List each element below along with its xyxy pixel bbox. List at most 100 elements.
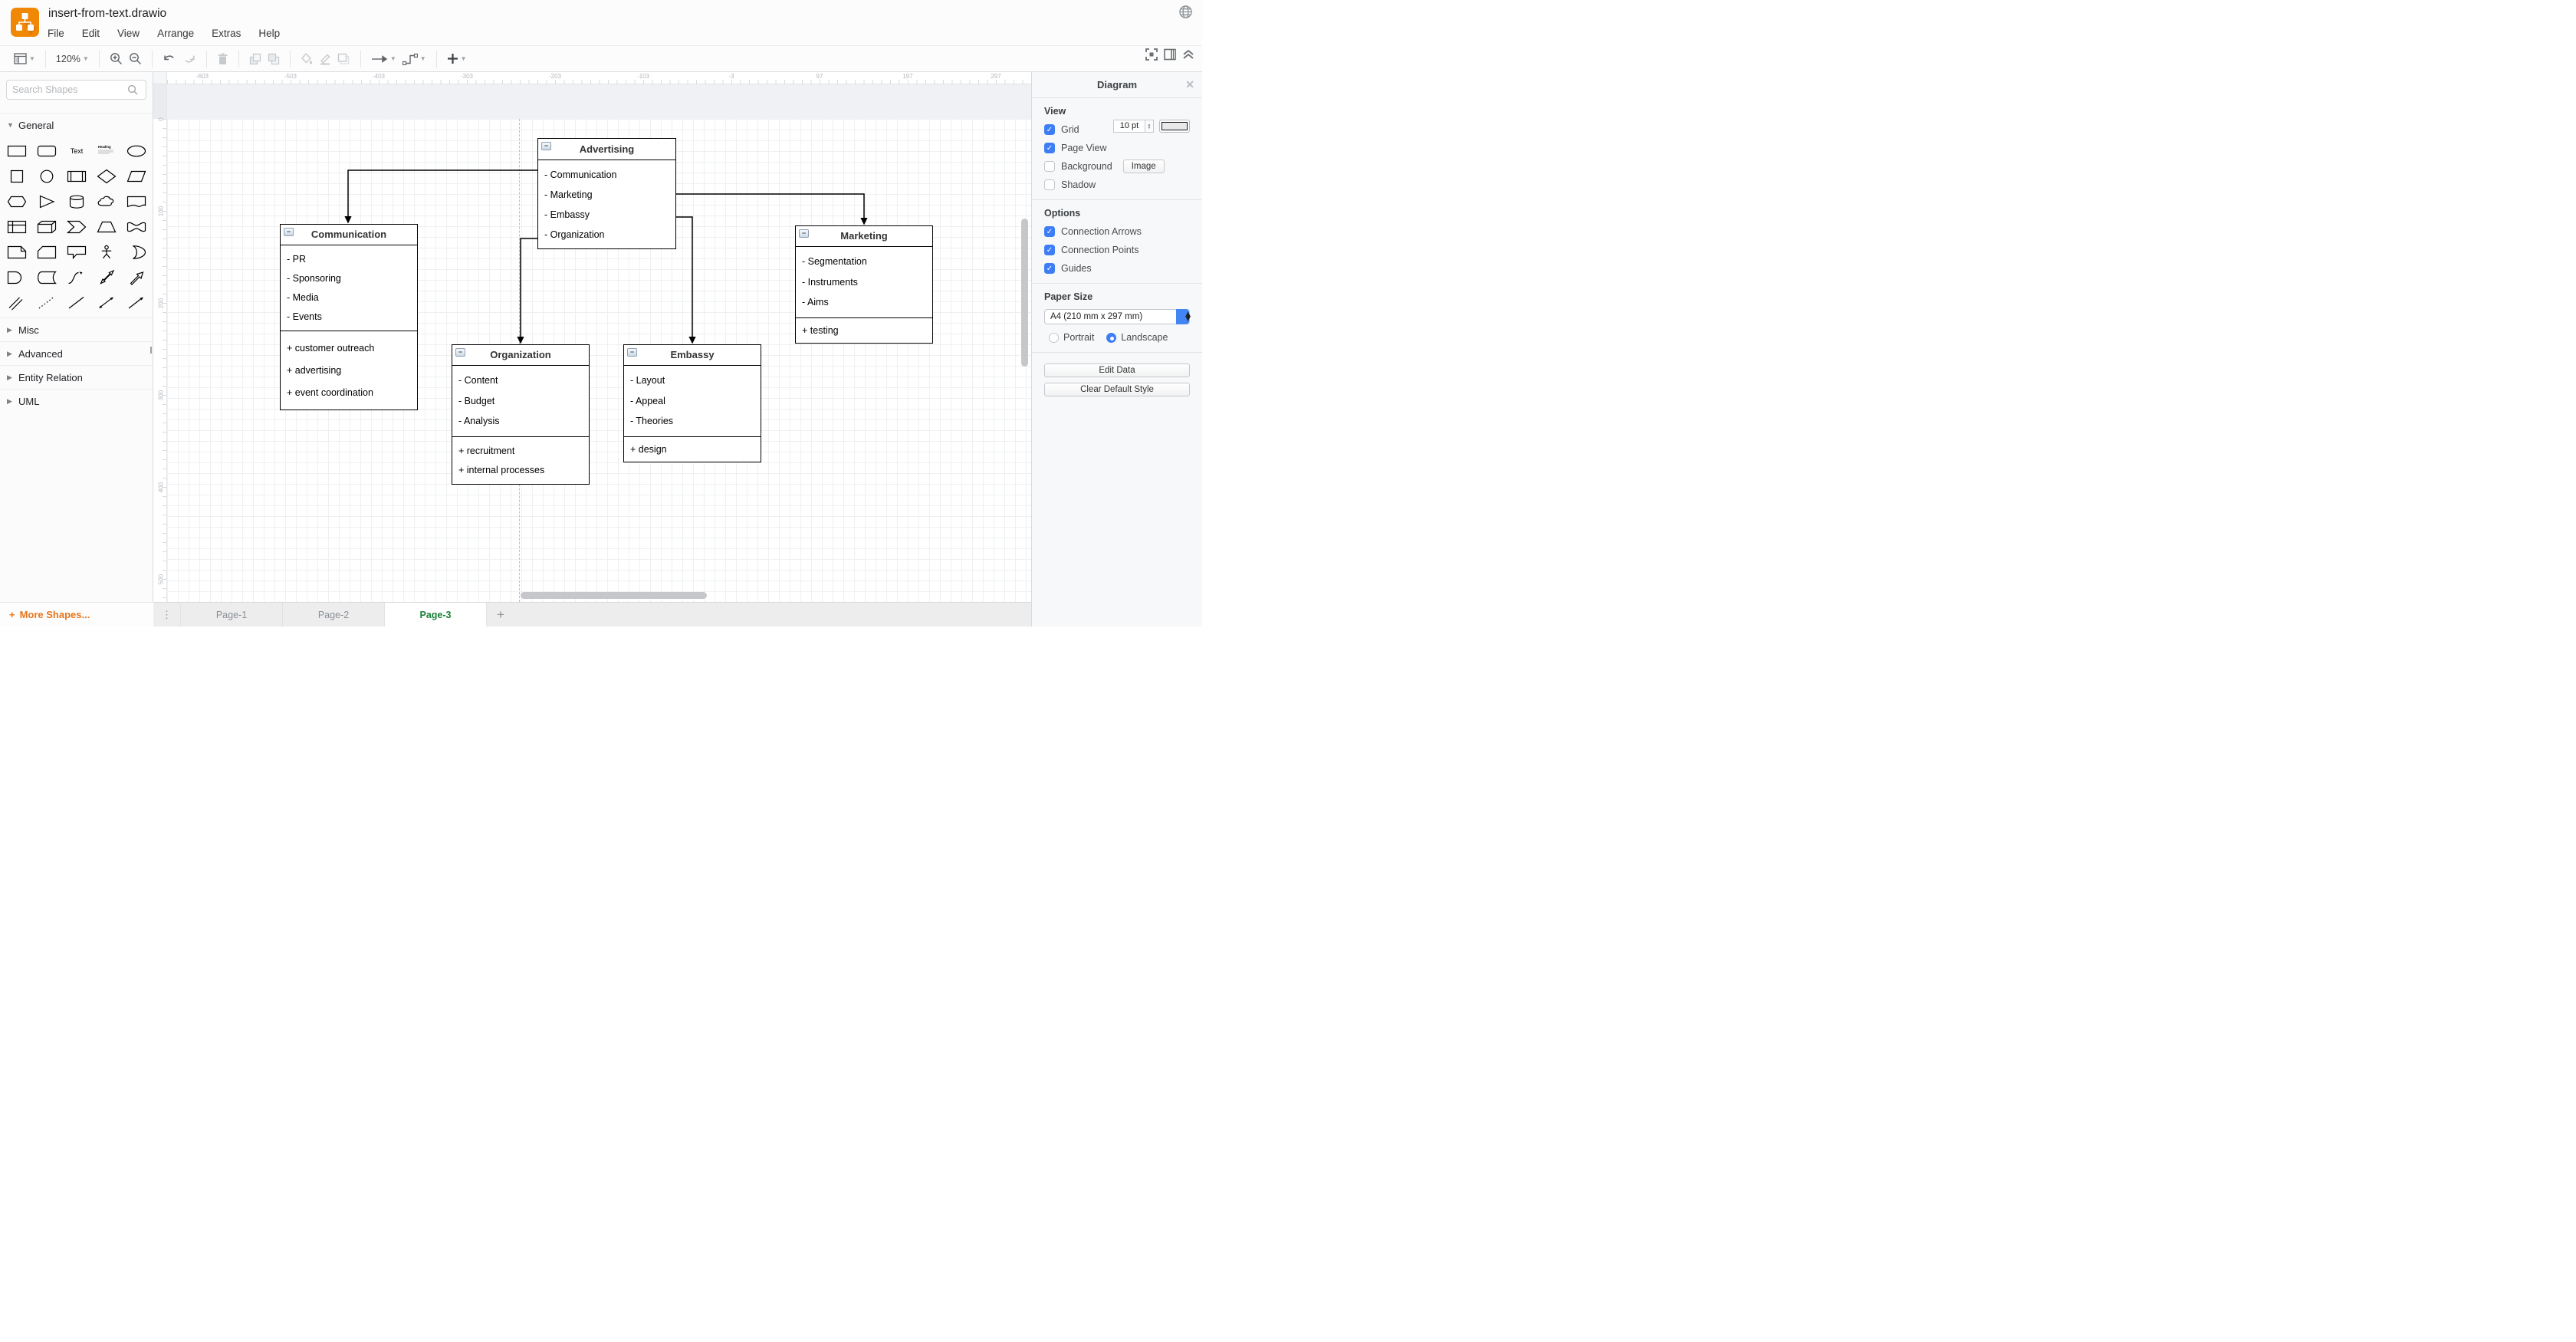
palette-shape-dotted-line[interactable]: [31, 290, 61, 315]
view-layout-button[interactable]: ▼: [11, 51, 38, 66]
background-image-button[interactable]: Image: [1122, 159, 1165, 173]
class-attribute[interactable]: - Analysis: [458, 416, 500, 426]
class-method[interactable]: + design: [630, 444, 667, 455]
palette-shape-step[interactable]: [61, 214, 91, 239]
menu-view[interactable]: View: [117, 28, 140, 39]
class-attribute[interactable]: - Embassy: [544, 209, 590, 220]
palette-shape-card[interactable]: [31, 239, 61, 265]
class-attribute[interactable]: - Communication: [544, 169, 617, 180]
uml-class-communication[interactable]: −Communication- PR- Sponsoring- Media- E…: [280, 224, 418, 410]
class-attribute[interactable]: - Appeal: [630, 395, 665, 406]
palette-shape-directional-connector[interactable]: [122, 290, 152, 315]
palette-shape-line[interactable]: [61, 290, 91, 315]
line-color-button[interactable]: [316, 51, 334, 67]
class-attribute[interactable]: - Theories: [630, 416, 674, 426]
edit-data-button[interactable]: Edit Data: [1044, 363, 1190, 377]
palette-shape-callout[interactable]: [61, 239, 91, 265]
more-shapes-button[interactable]: + More Shapes...: [0, 602, 153, 627]
format-panel-toggle-icon[interactable]: [1164, 48, 1176, 64]
class-method[interactable]: + event coordination: [287, 387, 373, 399]
palette-shape-heading[interactable]: Heading: [92, 138, 122, 163]
zoom-level-dropdown[interactable]: 120% ▼: [55, 53, 89, 64]
palette-shape-diamond[interactable]: [92, 163, 122, 189]
tab-page-2[interactable]: Page-2: [283, 603, 385, 627]
palette-shape-and[interactable]: [2, 265, 31, 290]
grid-size-input[interactable]: 10 pt: [1113, 120, 1145, 133]
section-misc[interactable]: ▶Misc: [0, 317, 153, 341]
class-attribute[interactable]: - Marketing: [544, 189, 593, 200]
waypoint-style-button[interactable]: ▼: [399, 51, 429, 67]
connection-style-button[interactable]: ▼: [368, 53, 399, 65]
redo-button[interactable]: [179, 51, 199, 66]
zoom-in-button[interactable]: [107, 51, 126, 67]
language-globe-icon[interactable]: [1178, 5, 1193, 23]
collapse-icon[interactable]: −: [284, 228, 294, 236]
guides-checkbox[interactable]: ✓: [1044, 262, 1055, 274]
class-attribute[interactable]: - Events: [287, 311, 322, 322]
palette-shape-cloud[interactable]: [92, 189, 122, 214]
grid-size-stepper[interactable]: ▲▼: [1145, 120, 1154, 133]
paper-size-select[interactable]: A4 (210 mm x 297 mm) ▲▼: [1044, 309, 1192, 324]
collapse-icon[interactable]: −: [541, 142, 551, 150]
palette-shape-arrow[interactable]: [122, 265, 152, 290]
background-checkbox[interactable]: [1044, 160, 1055, 172]
fill-color-button[interactable]: [297, 51, 316, 67]
diagram-canvas[interactable]: −Advertising- Communication- Marketing- …: [167, 84, 1031, 602]
uml-class-marketing[interactable]: −Marketing- Segmentation- Instruments- A…: [795, 225, 933, 344]
grid-color-button[interactable]: [1159, 120, 1190, 133]
horizontal-scrollbar[interactable]: [521, 592, 707, 599]
palette-shape-curve[interactable]: [61, 265, 91, 290]
menu-extras[interactable]: Extras: [212, 28, 242, 39]
add-page-button[interactable]: +: [497, 607, 504, 622]
palette-shape-parallelogram[interactable]: [122, 163, 152, 189]
to-back-button[interactable]: [264, 51, 283, 67]
palette-shape-triangle[interactable]: [31, 189, 61, 214]
section-uml[interactable]: ▶UML: [0, 389, 153, 413]
palette-shape-rounded-rectangle[interactable]: [31, 138, 61, 163]
uml-class-organization[interactable]: −Organization- Content- Budget- Analysis…: [452, 344, 590, 485]
tab-page-1[interactable]: Page-1: [181, 603, 283, 627]
class-attribute[interactable]: - Media: [287, 291, 319, 303]
class-attribute[interactable]: - Organization: [544, 229, 605, 240]
palette-shape-or[interactable]: [122, 239, 152, 265]
palette-shape-circle[interactable]: [31, 163, 61, 189]
class-attribute[interactable]: - Budget: [458, 395, 495, 406]
palette-shape-process[interactable]: [61, 163, 91, 189]
search-shapes-box[interactable]: [6, 80, 146, 100]
page-view-checkbox[interactable]: ✓: [1044, 142, 1055, 153]
menu-help[interactable]: Help: [258, 28, 281, 39]
palette-shape-data-storage[interactable]: [31, 265, 61, 290]
tab-page-3[interactable]: Page-3: [385, 603, 487, 627]
collapse-icon[interactable]: −: [455, 348, 465, 357]
to-front-button[interactable]: [246, 51, 264, 67]
palette-shape-link[interactable]: [2, 290, 31, 315]
palette-shape-square[interactable]: [2, 163, 31, 189]
vertical-scrollbar[interactable]: [1021, 219, 1028, 367]
palette-shape-text[interactable]: Text: [61, 138, 91, 163]
palette-shape-hexagon[interactable]: [2, 189, 31, 214]
class-attribute[interactable]: - Content: [458, 375, 498, 386]
class-method[interactable]: + customer outreach: [287, 342, 375, 354]
palette-shape-note[interactable]: [2, 239, 31, 265]
shadow-button[interactable]: [334, 51, 353, 67]
class-method[interactable]: + advertising: [287, 365, 342, 376]
connector-advertising-organization[interactable]: [520, 238, 537, 338]
palette-shape-trapezoid[interactable]: [92, 214, 122, 239]
landscape-radio[interactable]: [1106, 332, 1117, 343]
connection-arrows-checkbox[interactable]: ✓: [1044, 225, 1055, 237]
class-method[interactable]: + internal processes: [458, 465, 545, 476]
class-attribute[interactable]: - Segmentation: [802, 256, 867, 267]
class-method[interactable]: + recruitment: [458, 445, 515, 456]
palette-shape-ellipse[interactable]: [122, 138, 152, 163]
menu-file[interactable]: File: [48, 28, 64, 39]
class-method[interactable]: + testing: [802, 325, 839, 336]
menu-edit[interactable]: Edit: [81, 28, 100, 39]
collapse-icon[interactable]: −: [799, 229, 809, 238]
class-attribute[interactable]: - Layout: [630, 375, 665, 386]
fullscreen-icon[interactable]: [1145, 48, 1158, 64]
class-attribute[interactable]: - Sponsoring: [287, 272, 341, 284]
palette-shape-actor[interactable]: [92, 239, 122, 265]
uml-class-embassy[interactable]: −Embassy- Layout- Appeal- Theories+ desi…: [623, 344, 761, 462]
section-advanced[interactable]: ▶Advanced: [0, 341, 153, 365]
insert-button[interactable]: ▼: [444, 51, 470, 66]
